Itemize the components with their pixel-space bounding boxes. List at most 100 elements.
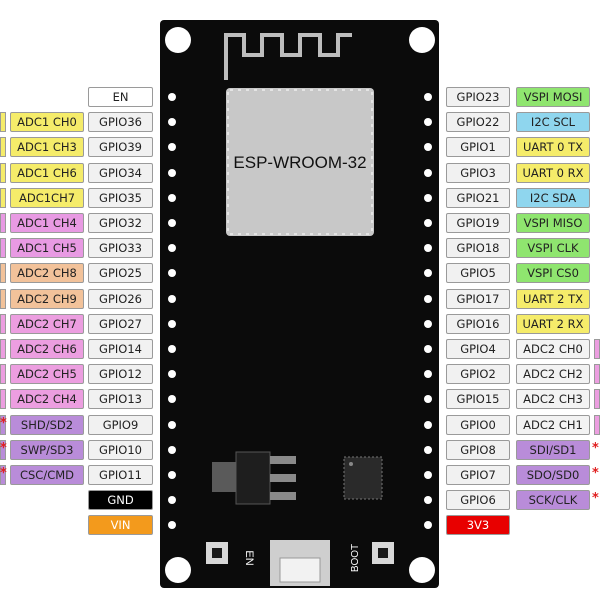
- pin-label-gpio17: GPIO17: [446, 288, 510, 309]
- pin-label-gpio3: GPIO3: [446, 162, 510, 183]
- pin-label-gpio6: GPIO6: [446, 490, 510, 511]
- function-tag-edge: [0, 137, 6, 158]
- pin-label-gpio26: GPIO26: [88, 288, 153, 309]
- antenna-trace: [224, 33, 352, 80]
- function-label-i2c-sda: I2C SDA: [516, 187, 590, 208]
- pin-label-vin: VIN: [88, 515, 153, 536]
- function-tag-edge: [0, 339, 6, 359]
- function-label-i2c-scl: I2C SCL: [516, 112, 590, 133]
- function-label-uart-0-rx: UART 0 RX: [516, 162, 590, 183]
- function-tag-edge: [0, 288, 6, 309]
- pin-label-gpio1: GPIO1: [446, 137, 510, 158]
- header-pin: [168, 395, 176, 404]
- header-pin: [424, 244, 432, 253]
- function-label-vspi-miso: VSPI MISO: [516, 213, 590, 233]
- en-button-label: EN: [243, 550, 255, 565]
- function-tag-edge: [594, 339, 600, 359]
- pin-label-gpio12: GPIO12: [88, 364, 153, 385]
- function-tag-edge: [0, 364, 6, 385]
- pin-label-gpio18: GPIO18: [446, 238, 510, 259]
- header-pin: [424, 143, 432, 152]
- pin-label-gpio0: GPIO0: [446, 414, 510, 435]
- pin-label-gpio10: GPIO10: [88, 439, 153, 460]
- function-label-adc2-ch3: ADC2 CH3: [516, 389, 590, 410]
- header-pin: [424, 118, 432, 127]
- function-label-adc2-ch9: ADC2 CH9: [10, 288, 84, 309]
- header-pin: [168, 370, 176, 379]
- pin-label-gpio32: GPIO32: [88, 213, 153, 233]
- header-pin: [168, 269, 176, 278]
- pin-label-gpio8: GPIO8: [446, 439, 510, 460]
- function-label-swp-sd3: SWP/SD3: [10, 439, 84, 460]
- function-label-uart-2-rx: UART 2 RX: [516, 313, 590, 334]
- function-tag-edge: [594, 389, 600, 410]
- function-label-uart-0-tx: UART 0 TX: [516, 137, 590, 158]
- rf-shield: [226, 88, 374, 236]
- function-tag-edge: [0, 414, 6, 435]
- header-pin: [424, 445, 432, 454]
- function-tag-edge: [594, 364, 600, 385]
- function-label-csc-cmd: CSC/CMD: [10, 465, 84, 485]
- strapping-pin-asterisk: *: [0, 440, 7, 456]
- header-pin: [168, 521, 176, 530]
- pin-label-gpio14: GPIO14: [88, 339, 153, 359]
- pin-label-gpio13: GPIO13: [88, 389, 153, 410]
- voltage-regulator: [235, 451, 271, 505]
- pin-label-gpio19: GPIO19: [446, 213, 510, 233]
- function-tag-edge: [0, 263, 6, 284]
- pin-label-gpio7: GPIO7: [446, 465, 510, 485]
- regulator-leg-1: [270, 456, 296, 464]
- function-label-adc1-ch5: ADC1 CH5: [10, 238, 84, 259]
- function-label-uart-2-tx: UART 2 TX: [516, 288, 590, 309]
- function-label-adc2-ch8: ADC2 CH8: [10, 263, 84, 284]
- module-name: ESP-WROOM-32: [233, 153, 366, 172]
- function-label-adc1ch7: ADC1CH7: [10, 187, 84, 208]
- function-label-adc2-ch6: ADC2 CH6: [10, 339, 84, 359]
- function-label-adc2-ch1: ADC2 CH1: [516, 414, 590, 435]
- header-pin: [424, 93, 432, 101]
- function-label-adc2-ch0: ADC2 CH0: [516, 339, 590, 359]
- function-label-sdi-sd1: SDI/SD1: [516, 439, 590, 460]
- function-label-adc2-ch4: ADC2 CH4: [10, 389, 84, 410]
- pin-label-gpio16: GPIO16: [446, 313, 510, 334]
- header-pin: [168, 244, 176, 253]
- pin-label-gpio27: GPIO27: [88, 313, 153, 334]
- header-pin: [424, 193, 432, 202]
- function-label-adc1-ch3: ADC1 CH3: [10, 137, 84, 158]
- function-tag-edge: [0, 187, 6, 208]
- regulator-leg-2: [270, 474, 296, 482]
- header-pin: [168, 345, 176, 353]
- pin-label-gpio33: GPIO33: [88, 238, 153, 259]
- pin-label-gpio39: GPIO39: [88, 137, 153, 158]
- pin-label-gpio36: GPIO36: [88, 112, 153, 133]
- header-pin: [168, 420, 176, 429]
- function-label-adc2-ch7: ADC2 CH7: [10, 313, 84, 334]
- header-pin: [168, 143, 176, 152]
- strapping-pin-asterisk: *: [592, 466, 599, 481]
- function-label-adc2-ch5: ADC2 CH5: [10, 364, 84, 385]
- header-pin: [168, 496, 176, 505]
- function-tag-edge: [0, 238, 6, 259]
- regulator-leg-3: [270, 492, 296, 500]
- pin-label-gpio2: GPIO2: [446, 364, 510, 385]
- header-pin: [424, 219, 432, 227]
- pin-label-gpio25: GPIO25: [88, 263, 153, 284]
- header-pin: [168, 445, 176, 454]
- function-label-vspi-mosi: VSPI MOSI: [516, 87, 590, 107]
- function-tag-edge: [0, 439, 6, 460]
- header-pin: [424, 420, 432, 429]
- function-label-sdo-sd0: SDO/SD0: [516, 465, 590, 485]
- function-tag-edge: [0, 389, 6, 410]
- mounting-hole-top-right: [409, 27, 435, 53]
- header-pin: [424, 471, 432, 479]
- boot-button-label: BOOT: [350, 544, 361, 572]
- header-pin: [168, 193, 176, 202]
- pin-label-gpio23: GPIO23: [446, 87, 510, 107]
- regulator-tab: [212, 462, 236, 492]
- header-pin: [424, 319, 432, 328]
- header-pin: [168, 219, 176, 227]
- header-pin: [424, 521, 432, 530]
- header-pin: [424, 370, 432, 379]
- pin-label-gpio21: GPIO21: [446, 187, 510, 208]
